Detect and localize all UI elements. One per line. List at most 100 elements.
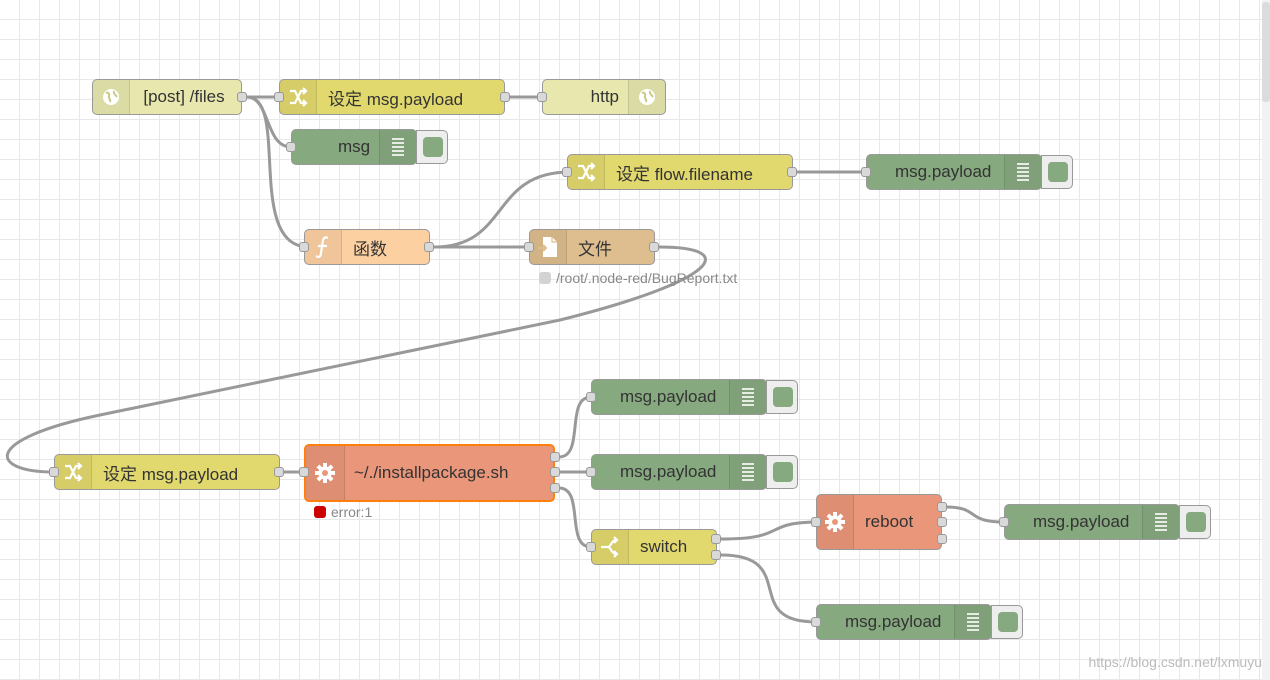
status-text: /root/.node-red/BugReport.txt xyxy=(556,270,738,286)
function-node[interactable]: 函数 xyxy=(304,229,430,265)
status-dot xyxy=(539,272,551,284)
node-label: msg.payload xyxy=(1033,512,1130,531)
input-port[interactable] xyxy=(537,92,547,102)
wire-exec-to-debug2[interactable] xyxy=(558,395,592,459)
node-label: switch xyxy=(640,537,688,556)
input-port[interactable] xyxy=(274,92,284,102)
debug-toggle-button[interactable] xyxy=(1179,505,1211,539)
input-port[interactable] xyxy=(811,517,821,527)
globe-icon xyxy=(93,80,130,114)
change-node-payload-top[interactable]: 设定 msg.payload xyxy=(279,79,505,115)
scrollbar-thumb[interactable] xyxy=(1262,2,1270,102)
switch-icon xyxy=(592,530,629,564)
stderr-port[interactable] xyxy=(550,467,560,477)
stderr-port[interactable] xyxy=(937,517,947,527)
node-label: msg.payload xyxy=(895,162,992,181)
input-port[interactable] xyxy=(586,392,596,402)
input-port[interactable] xyxy=(299,467,309,477)
node-label: 设定 msg.payload xyxy=(103,464,239,484)
globe-icon xyxy=(628,80,665,114)
input-port[interactable] xyxy=(299,242,309,252)
node-label: 文件 xyxy=(578,239,612,259)
node-label: 函数 xyxy=(353,239,387,259)
change-node-filename[interactable]: 设定 flow.filename xyxy=(567,154,793,190)
wire-reboot-to-debug4[interactable] xyxy=(945,505,1005,524)
debug-toggle-button[interactable] xyxy=(766,455,798,489)
debug-toggle-button[interactable] xyxy=(991,605,1023,639)
node-label: msg.payload xyxy=(845,612,942,631)
function-icon xyxy=(305,230,342,264)
shuffle-icon xyxy=(280,80,317,114)
node-label: msg.payload xyxy=(620,387,717,406)
node-label: 设定 msg.payload xyxy=(328,89,464,109)
node-label: ~/./installpackage.sh xyxy=(354,463,509,482)
list-icon xyxy=(1004,155,1041,189)
vertical-scrollbar[interactable] xyxy=(1262,0,1270,680)
debug-node-payload-3[interactable]: msg.payload xyxy=(591,454,767,490)
debug-toggle-button[interactable] xyxy=(416,130,448,164)
return-code-port[interactable] xyxy=(550,483,560,493)
node-label: [post] /files xyxy=(143,87,225,106)
wire-function-to-changefilename[interactable] xyxy=(433,170,571,249)
debug-node-payload-5[interactable]: msg.payload xyxy=(816,604,992,640)
node-label: msg.payload xyxy=(620,462,717,481)
debug-node-payload-1[interactable]: msg.payload xyxy=(866,154,1042,190)
list-icon xyxy=(379,130,416,164)
debug-toggle-button[interactable] xyxy=(766,380,798,414)
exec-node-installpackage[interactable]: ~/./installpackage.sh xyxy=(304,444,555,502)
input-port[interactable] xyxy=(861,167,871,177)
cog-icon xyxy=(817,495,854,549)
exec-node-status: error:1 xyxy=(314,504,372,520)
node-label: msg xyxy=(338,137,371,156)
debug-node-payload-2[interactable]: msg.payload xyxy=(591,379,767,415)
output-port[interactable] xyxy=(711,534,721,544)
list-icon xyxy=(1142,505,1179,539)
output-port[interactable] xyxy=(500,92,510,102)
output-port[interactable] xyxy=(649,242,659,252)
list-icon xyxy=(729,380,766,414)
exec-node-reboot[interactable]: reboot xyxy=(816,494,942,550)
output-port[interactable] xyxy=(237,92,247,102)
input-port[interactable] xyxy=(562,167,572,177)
file-node-status: /root/.node-red/BugReport.txt xyxy=(539,270,737,286)
input-port[interactable] xyxy=(811,617,821,627)
debug-toggle-button[interactable] xyxy=(1041,155,1073,189)
wire-switch-to-reboot[interactable] xyxy=(720,520,821,541)
node-label: 设定 flow.filename xyxy=(616,164,753,184)
output-port[interactable] xyxy=(711,550,721,560)
file-node[interactable]: 文件 xyxy=(529,229,655,265)
input-port[interactable] xyxy=(49,467,59,477)
list-icon xyxy=(729,455,766,489)
wire-switch-to-debug5[interactable] xyxy=(720,553,817,624)
input-port[interactable] xyxy=(586,467,596,477)
file-icon xyxy=(530,230,567,264)
output-port[interactable] xyxy=(424,242,434,252)
stdout-port[interactable] xyxy=(937,502,947,512)
shuffle-icon xyxy=(568,155,605,189)
http-response-node[interactable]: http xyxy=(542,79,666,115)
cog-icon xyxy=(306,446,345,500)
wire-httpin-to-function[interactable] xyxy=(246,95,310,249)
return-code-port[interactable] xyxy=(937,534,947,544)
status-text: error:1 xyxy=(331,504,373,520)
list-icon xyxy=(954,605,991,639)
wire-file-to-changebottom[interactable] xyxy=(5,245,707,474)
input-port[interactable] xyxy=(524,242,534,252)
input-port[interactable] xyxy=(999,517,1009,527)
debug-node-msg[interactable]: msg xyxy=(291,129,417,165)
status-dot xyxy=(314,506,326,518)
output-port[interactable] xyxy=(787,167,797,177)
stdout-port[interactable] xyxy=(550,452,560,462)
wire-exec-to-switch[interactable] xyxy=(558,486,592,549)
watermark: https://blog.csdn.net/lxmuyu xyxy=(1088,654,1262,670)
node-label: http xyxy=(590,87,619,106)
input-port[interactable] xyxy=(286,142,296,152)
input-port[interactable] xyxy=(586,542,596,552)
change-node-payload-bottom[interactable]: 设定 msg.payload xyxy=(54,454,280,490)
http-in-node[interactable]: [post] /files xyxy=(92,79,242,115)
output-port[interactable] xyxy=(274,467,284,477)
debug-node-payload-4[interactable]: msg.payload xyxy=(1004,504,1180,540)
switch-node[interactable]: switch xyxy=(591,529,717,565)
